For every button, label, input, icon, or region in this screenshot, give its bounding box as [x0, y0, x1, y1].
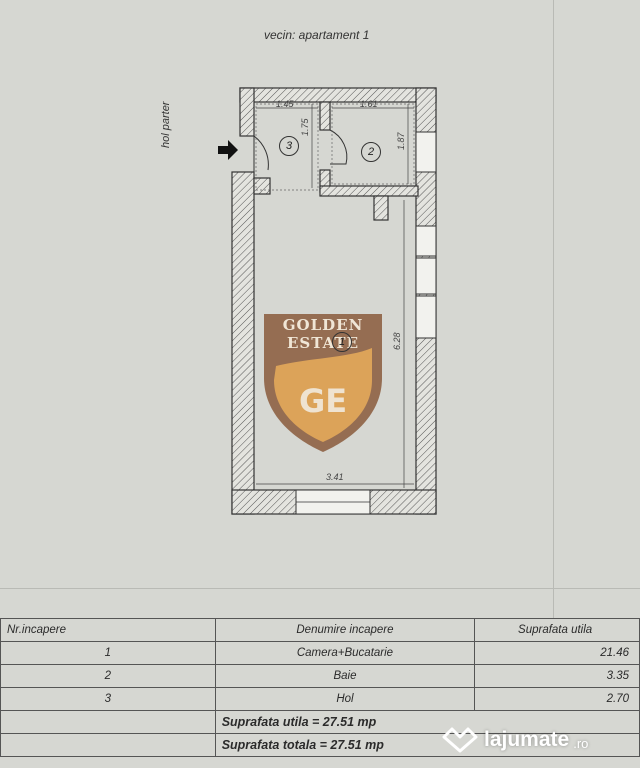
brand-watermark: lajumate.ro: [440, 727, 588, 753]
wall-baie-bottom: [319, 185, 419, 197]
row-nr: 2: [0, 664, 216, 688]
dim-baie-height: 1.87: [396, 132, 406, 150]
table-row: 1 Camera+Bucatarie 21.46: [0, 641, 640, 665]
watermark-line2: ESTATE: [286, 334, 360, 352]
dim-room-width: 3.41: [326, 472, 344, 482]
total-totala: Suprafata totala = 27.51 mp: [214, 733, 640, 757]
wall-hol-stub: [253, 177, 271, 195]
entrance-arrow-icon: [218, 140, 238, 160]
brand-name: lajumate: [484, 728, 570, 751]
brand-tld: .ro: [573, 735, 589, 751]
area-table: Nr.incapere Denumire incapere Suprafata …: [0, 618, 640, 768]
row-name: Hol: [214, 687, 476, 711]
window: [415, 295, 437, 339]
floor-plan: [218, 87, 437, 515]
room-marker-2: 2: [361, 142, 381, 162]
svg-text:GE: GE: [299, 382, 347, 420]
row-nr: 1: [0, 641, 216, 665]
window: [415, 225, 437, 257]
wall-top: [239, 87, 437, 103]
paper-fold-line: [553, 0, 554, 618]
total-utila: Suprafata utila = 27.51 mp: [214, 710, 640, 734]
total-utila-row: Suprafata utila = 27.51 mp: [0, 710, 640, 734]
row-name: Baie: [214, 664, 476, 688]
dim-hol-height: 1.75: [300, 118, 310, 136]
dim-baie-width: 1.61: [360, 99, 378, 109]
dim-room-height: 6.28: [392, 332, 402, 350]
hall-label: hol parter: [160, 101, 172, 148]
wall-baie-stub: [373, 195, 389, 221]
header-nr: Nr.incapere: [0, 618, 216, 642]
entrance-door: [253, 135, 269, 172]
windows-right: [415, 131, 437, 339]
table-header-row: Nr.incapere Denumire incapere Suprafata …: [0, 618, 640, 642]
row-nr: 3: [0, 687, 216, 711]
shield-icon: GE: [264, 314, 382, 452]
wall-left-upper: [239, 87, 255, 137]
room-marker-1: 1: [332, 332, 352, 352]
paper-fold-line: [0, 588, 640, 589]
total-totala-row: Suprafata totala = 27.51 mp: [0, 733, 640, 757]
row-name: Camera+Bucatarie: [214, 641, 476, 665]
room-marker-3: 3: [279, 136, 299, 156]
window: [415, 257, 437, 295]
watermark-logo: GE GOLDEN ESTATE: [258, 308, 388, 456]
window: [415, 131, 437, 173]
table-row: 2 Baie 3.35: [0, 664, 640, 688]
table-row: 3 Hol 2.70: [0, 687, 640, 711]
row-area: 21.46: [474, 641, 640, 665]
watermark-line1: GOLDEN: [282, 316, 364, 334]
header-name: Denumire incapere: [214, 618, 476, 642]
row-area: 3.35: [474, 664, 640, 688]
header-area: Suprafata utila: [474, 618, 640, 642]
dim-hol-width: 1.45: [276, 99, 294, 109]
wall-partition-upper: [319, 101, 331, 131]
heart-diamond-icon: [442, 727, 478, 753]
neighbor-label: vecin: apartament 1: [264, 28, 370, 42]
baie-door: [329, 129, 348, 165]
wall-left-lower: [231, 171, 255, 515]
row-area: 2.70: [474, 687, 640, 711]
